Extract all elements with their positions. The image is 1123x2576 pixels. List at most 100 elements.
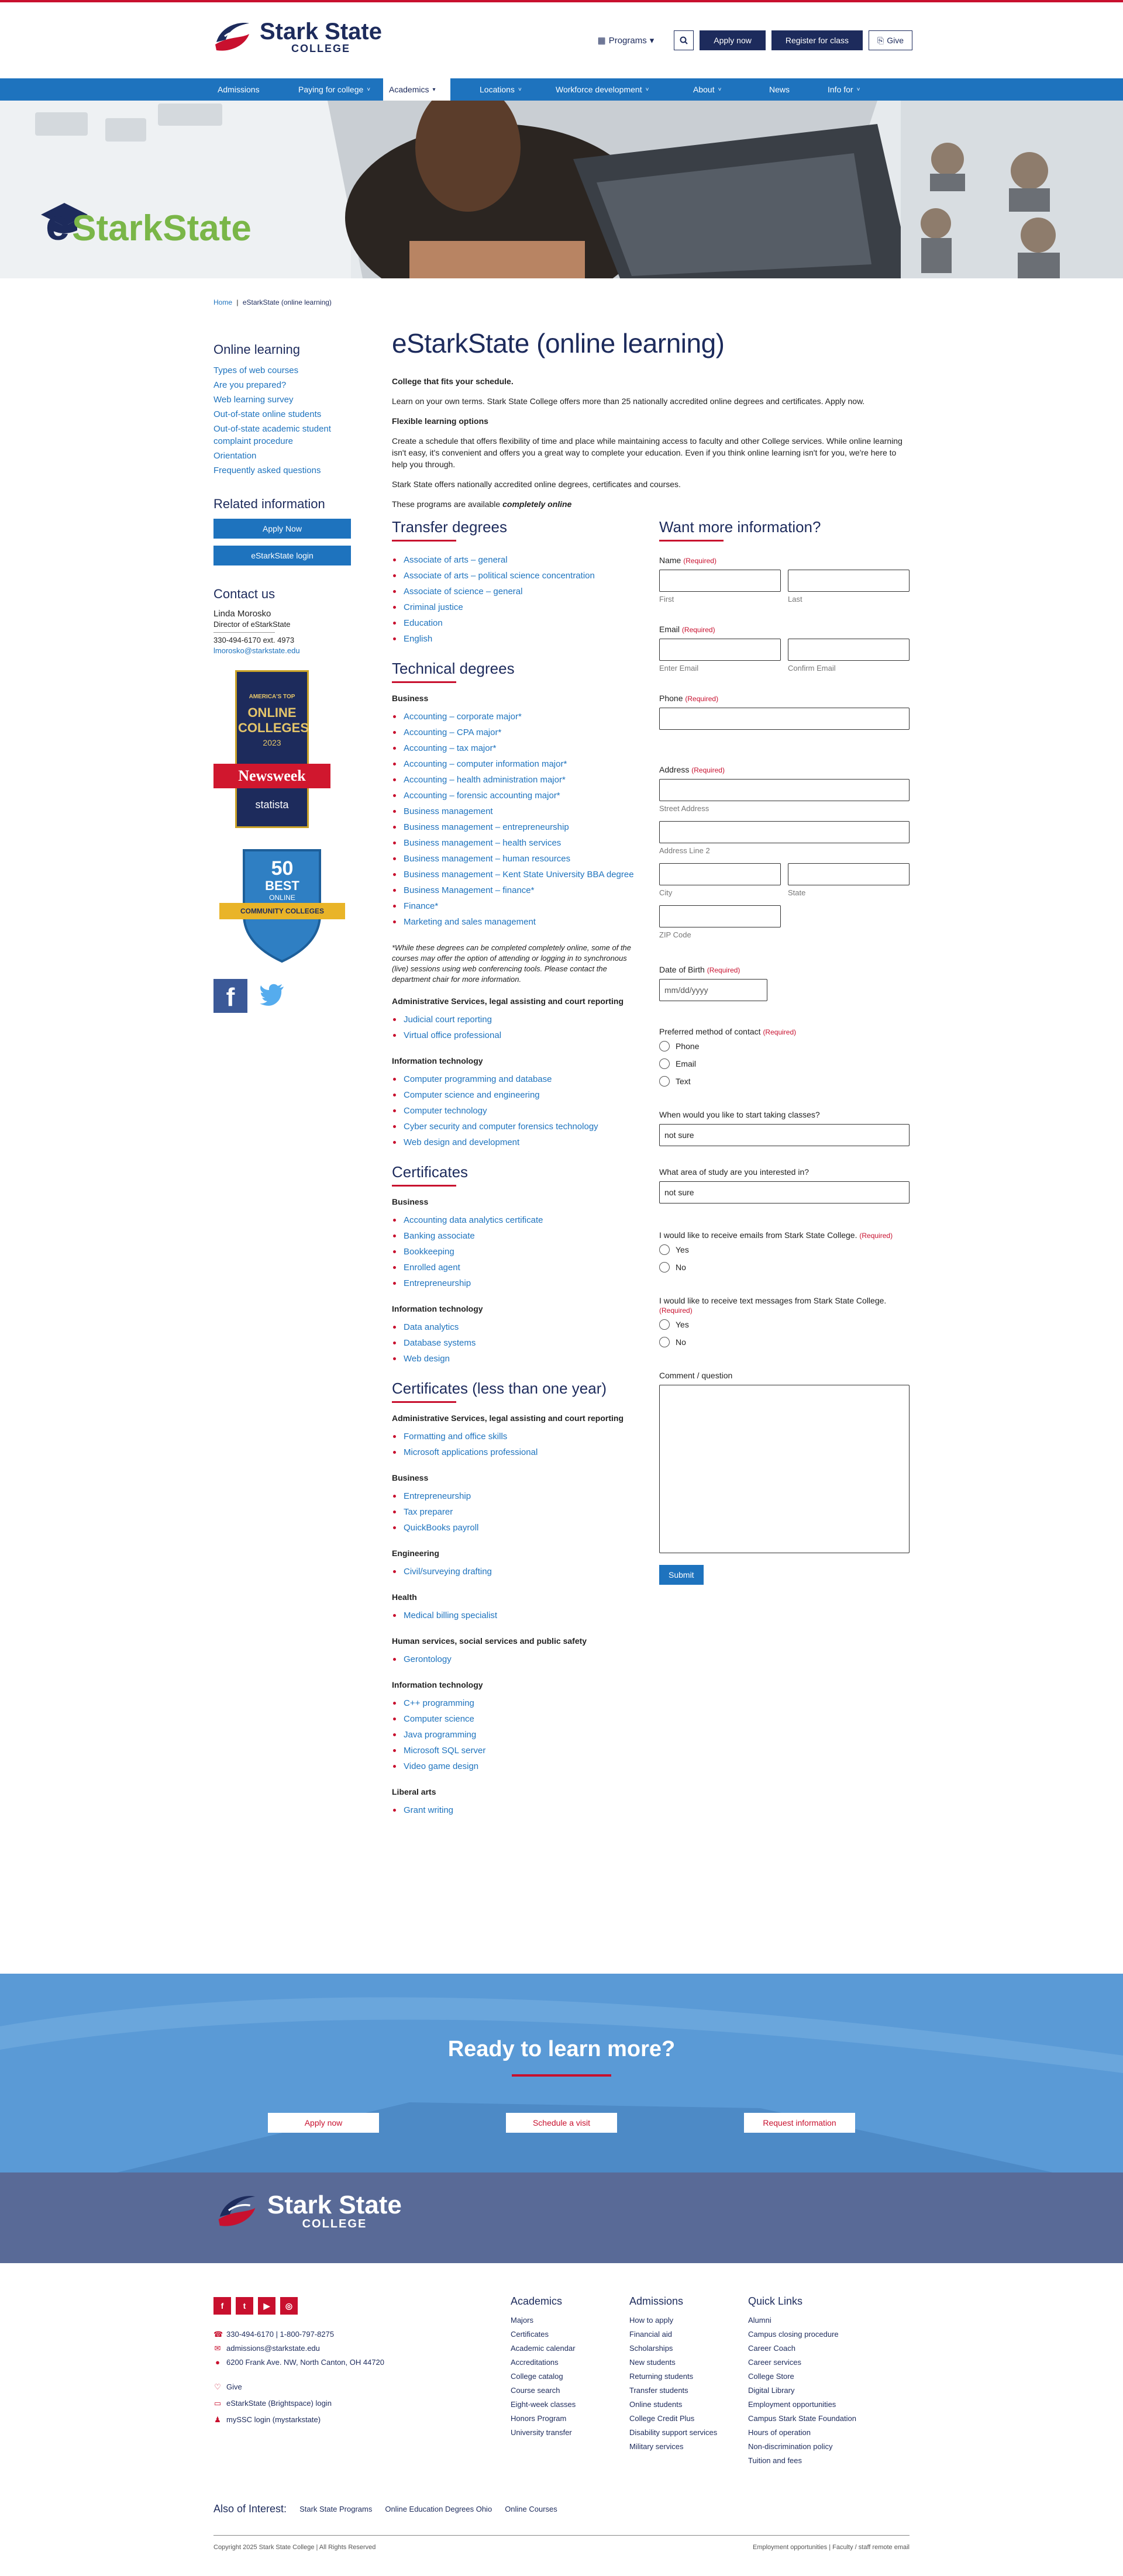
program-link[interactable]: QuickBooks payroll [392,1520,643,1536]
program-link[interactable]: Education [392,615,643,631]
facebook-icon[interactable]: f [213,2297,231,2315]
footer-link[interactable]: Alumni [748,2316,771,2325]
program-link[interactable]: Computer science [392,1711,643,1727]
sidebar-link[interactable]: Web learning survey [213,395,294,405]
program-link[interactable]: Microsoft applications professional [392,1444,643,1460]
cta-apply-button[interactable]: Apply now [268,2113,379,2133]
footer-link[interactable]: Course search [511,2386,560,2395]
program-link[interactable]: Formatting and office skills [392,1429,643,1444]
twitter-icon[interactable] [259,984,285,1009]
apply-now-button[interactable]: Apply now [700,30,766,50]
footer-give[interactable]: Give [226,2382,242,2391]
youtube-icon[interactable]: ▶ [258,2297,275,2315]
program-link[interactable]: Accounting – corporate major* [392,709,643,725]
program-link[interactable]: Business management – human resources [392,851,643,867]
program-link[interactable]: Criminal justice [392,599,643,615]
program-link[interactable]: Database systems [392,1335,643,1351]
footer-link[interactable]: Military services [629,2442,684,2451]
give-button[interactable]: ⎘ Give [869,30,912,50]
sidebar-login-button[interactable]: eStarkState login [213,546,351,565]
footer-link[interactable]: Scholarships [629,2344,673,2353]
footer-myssc[interactable]: mySSC login (mystarkstate) [226,2415,321,2424]
program-link[interactable]: Bookkeeping [392,1244,643,1260]
area-select[interactable]: not sure [659,1181,910,1203]
sidebar-link[interactable]: Out-of-state online students [213,409,322,419]
nav-news[interactable]: News [769,85,790,94]
sidebar-link[interactable]: Orientation [213,451,257,461]
footer-phone[interactable]: 330-494-6170 | 1-800-797-8275 [226,2330,335,2339]
footer-link[interactable]: Campus closing procedure [748,2330,839,2339]
instagram-icon[interactable]: ◎ [280,2297,298,2315]
contact-email[interactable]: lmorosko@starkstate.edu [213,646,300,655]
nav-academics[interactable]: Academics▾ [383,78,450,101]
program-link[interactable]: Business Management – finance* [392,882,643,898]
program-link[interactable]: Accounting – computer information major* [392,756,643,772]
footer-address[interactable]: 6200 Frank Ave. NW, North Canton, OH 447… [226,2358,385,2367]
footer-link[interactable]: Transfer students [629,2386,688,2395]
facebook-icon[interactable]: f [213,979,247,1013]
footer-link[interactable]: Certificates [511,2330,549,2339]
email-input[interactable] [659,639,781,661]
footer-link[interactable]: Campus Stark State Foundation [748,2414,856,2423]
program-link[interactable]: Judicial court reporting [392,1012,643,1027]
sidebar-link[interactable]: Types of web courses [213,365,299,375]
nav-paying[interactable]: Paying for college˅ [266,78,383,101]
footer-link[interactable]: Financial aid [629,2330,672,2339]
program-link[interactable]: Entrepreneurship [392,1488,643,1504]
footer-link[interactable]: Eight-week classes [511,2400,576,2409]
program-link[interactable]: Accounting data analytics certificate [392,1212,643,1228]
city-input[interactable] [659,863,781,885]
program-link[interactable]: Business management – entrepreneurship [392,819,643,835]
radio-texts-yes[interactable]: Yes [659,1319,910,1330]
search-button[interactable] [674,30,694,50]
program-link[interactable]: Gerontology [392,1651,643,1667]
submit-button[interactable]: Submit [659,1565,704,1585]
radio-emails-no[interactable]: No [659,1262,910,1273]
nav-admissions[interactable]: Admissions [218,85,260,94]
program-link[interactable]: Computer programming and database [392,1071,643,1087]
sidebar-link[interactable]: Are you prepared? [213,380,287,390]
radio-text[interactable]: Text [659,1076,910,1087]
program-link[interactable]: Java programming [392,1727,643,1743]
footer-link[interactable]: University transfer [511,2428,572,2437]
sidebar-link[interactable]: Out-of-state academic student complaint … [213,424,331,446]
program-link[interactable]: Video game design [392,1758,643,1774]
radio-email[interactable]: Email [659,1058,910,1069]
program-link[interactable]: Computer science and engineering [392,1087,643,1103]
footer-link[interactable]: How to apply [629,2316,674,2325]
footer-link[interactable]: Disability support services [629,2428,718,2437]
nav-info-for[interactable]: Info for˅ [807,78,877,101]
phone-input[interactable] [659,708,910,730]
footer-link[interactable]: Digital Library [748,2386,795,2395]
address-line2-input[interactable] [659,821,910,843]
program-link[interactable]: Grant writing [392,1802,643,1818]
program-link[interactable]: Computer technology [392,1103,643,1119]
footer-link[interactable]: Hours of operation [748,2428,811,2437]
program-link[interactable]: Civil/surveying drafting [392,1564,643,1580]
first-name-input[interactable] [659,570,781,592]
program-link[interactable]: Accounting – tax major* [392,740,643,756]
program-link[interactable]: Microsoft SQL server [392,1743,643,1758]
footer-link[interactable]: Tuition and fees [748,2456,802,2465]
program-link[interactable]: Tax preparer [392,1504,643,1520]
footer-link[interactable]: Returning students [629,2372,694,2381]
footer-link[interactable]: Accreditations [511,2358,559,2367]
footer-link[interactable]: Employment opportunities [748,2400,836,2409]
program-link[interactable]: Business management [392,804,643,819]
program-link[interactable]: Business management – Kent State Univers… [392,867,643,882]
program-link[interactable]: Accounting – health administration major… [392,772,643,788]
program-link[interactable]: Cyber security and computer forensics te… [392,1119,643,1134]
program-link[interactable]: Web design [392,1351,643,1367]
zip-input[interactable] [659,905,781,927]
program-link[interactable]: Accounting – forensic accounting major* [392,788,643,804]
footer-link[interactable]: Majors [511,2316,534,2325]
breadcrumb-home[interactable]: Home [213,298,233,306]
footer-link[interactable]: College Credit Plus [629,2414,695,2423]
program-link[interactable]: Associate of science – general [392,584,643,599]
nav-workforce[interactable]: Workforce development˅ [538,78,676,101]
confirm-email-input[interactable] [788,639,910,661]
state-input[interactable] [788,863,910,885]
program-link[interactable]: Marketing and sales management [392,914,643,930]
cta-visit-button[interactable]: Schedule a visit [506,2113,617,2133]
footer-logo[interactable]: Stark State COLLEGE [213,2191,402,2231]
